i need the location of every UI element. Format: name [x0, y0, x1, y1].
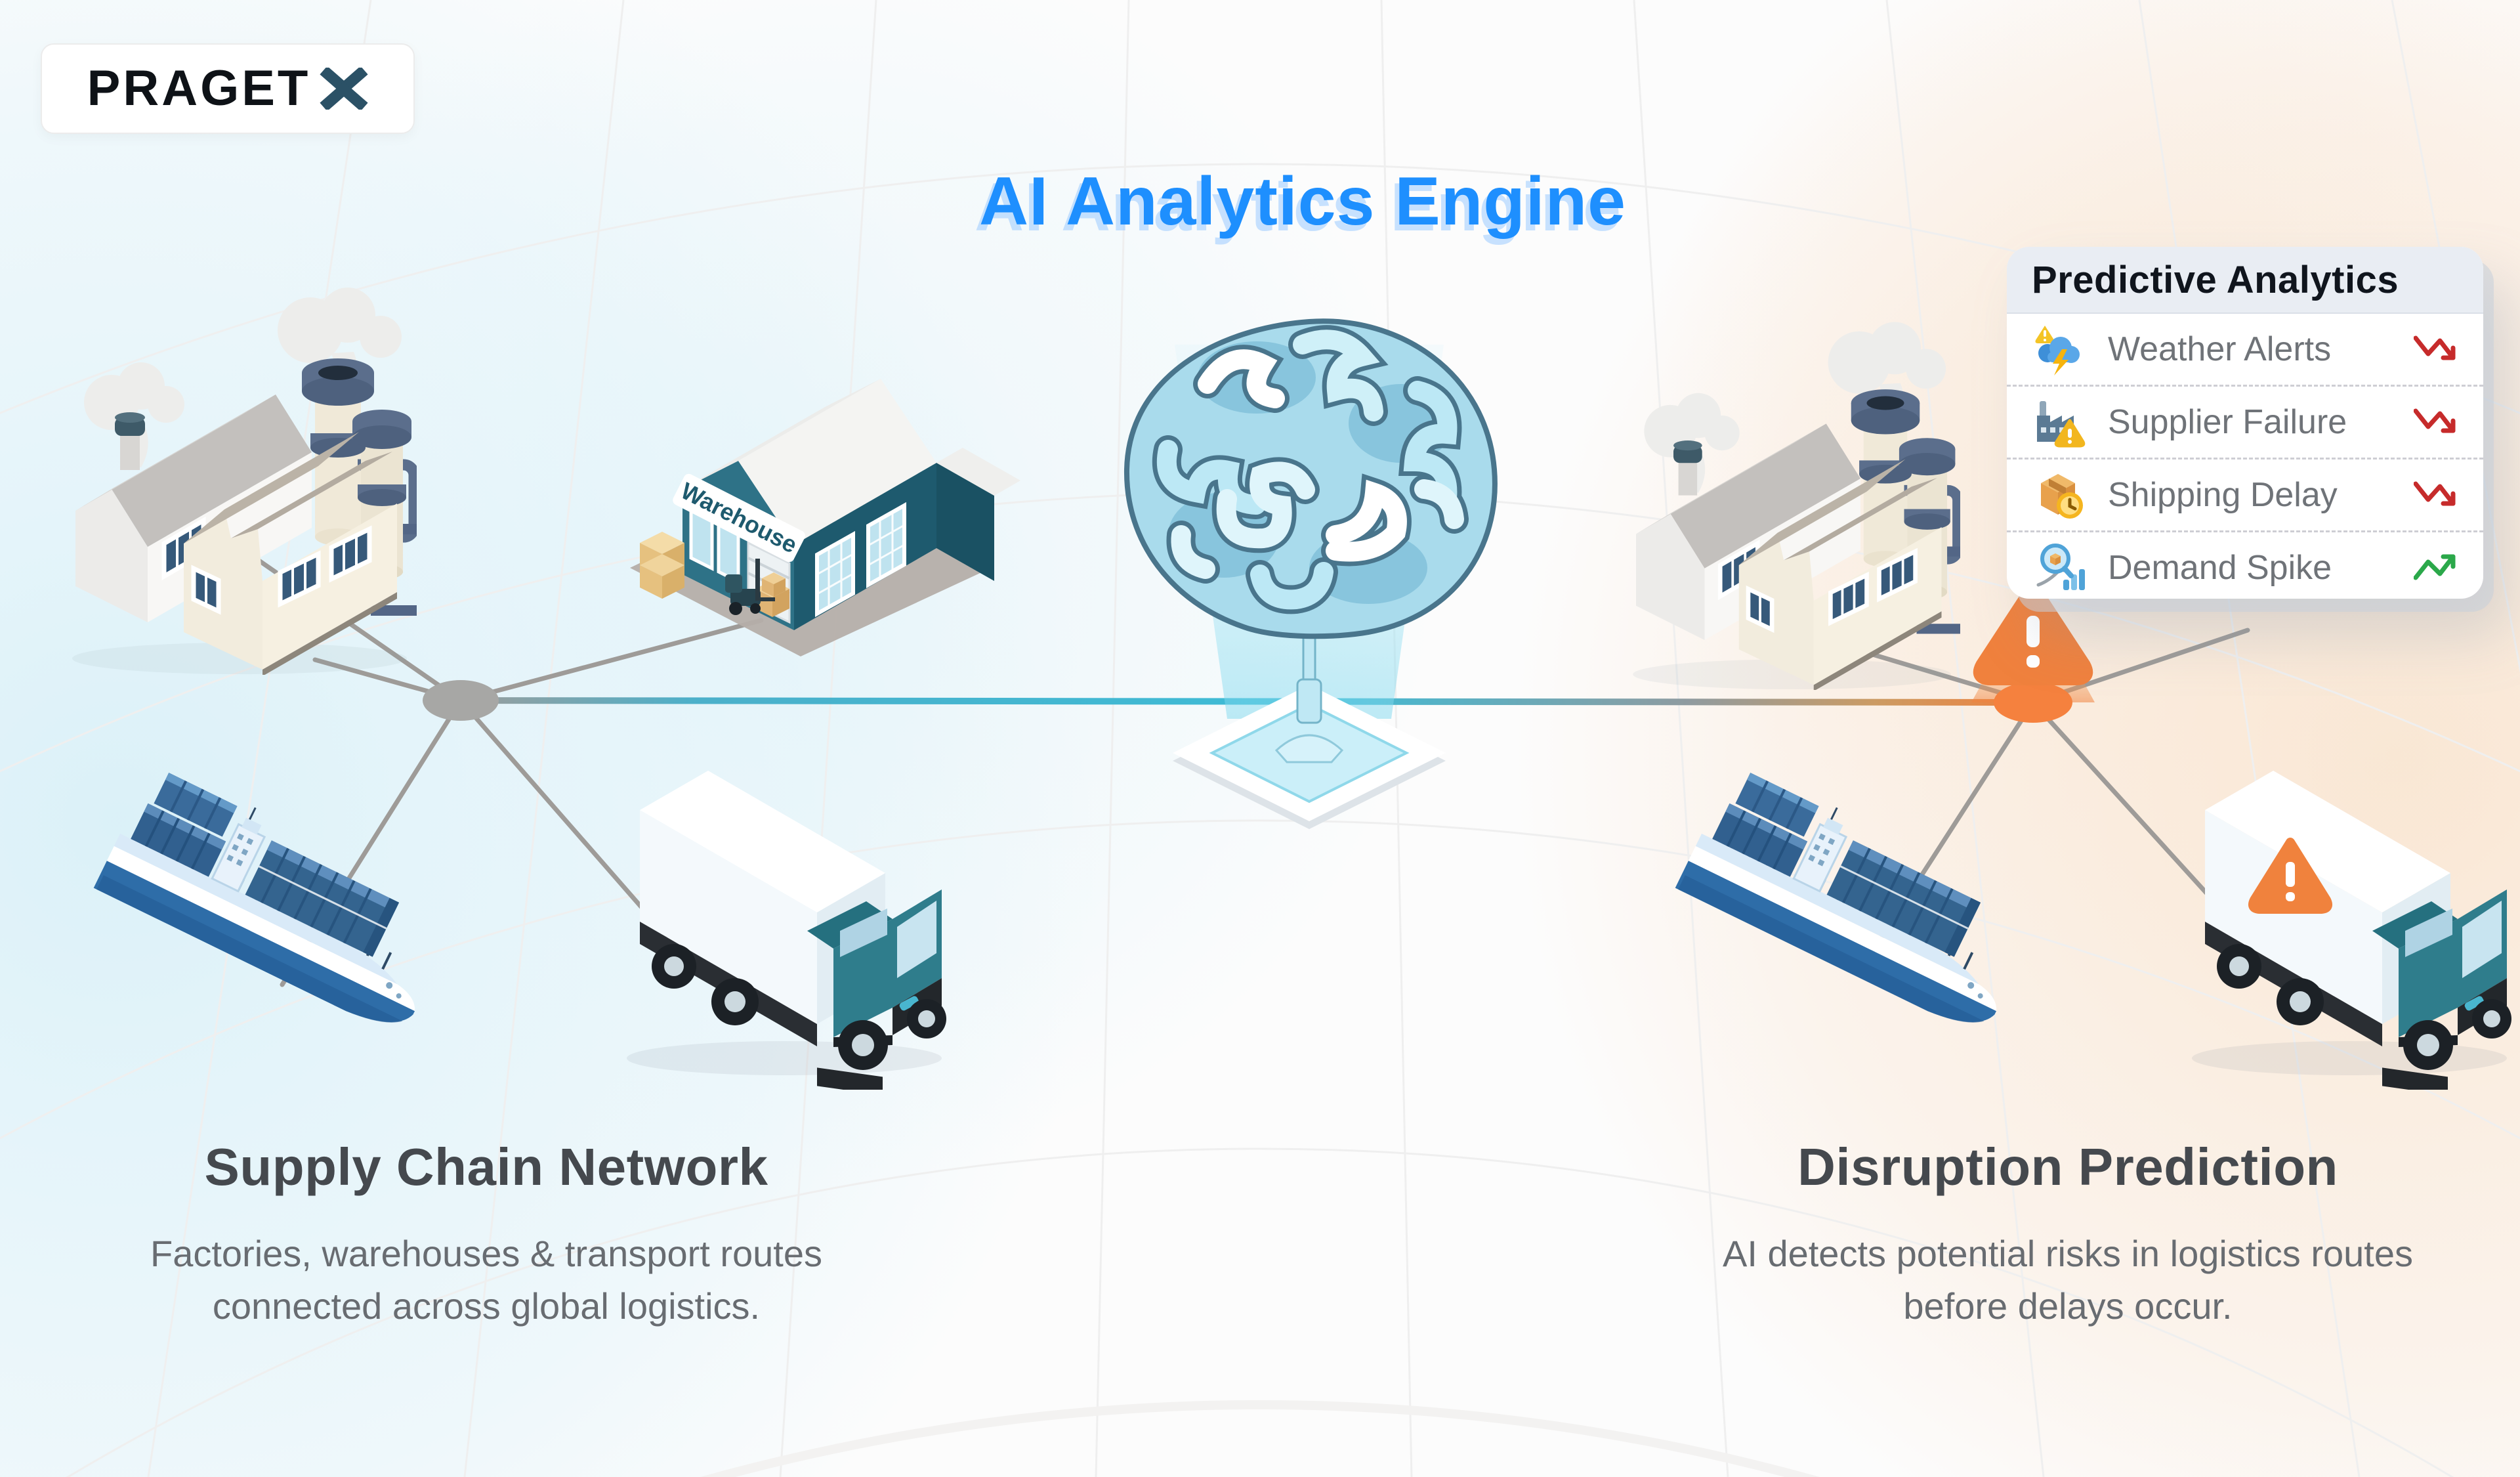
factory-warning-icon — [2037, 401, 2086, 448]
predictive-analytics-card: Predictive Analytics Weather Alerts — [2007, 247, 2483, 599]
disruption-description: AI detects potential risks in logistics … — [1722, 1233, 2414, 1327]
trend-down-icon — [2414, 481, 2456, 506]
factory-illustration-left — [49, 268, 417, 675]
disruption-alert-node — [1971, 582, 2095, 723]
predictive-row-weather-alerts: Weather Alerts — [2007, 314, 2483, 385]
predictive-row-shipping-delay: Shipping Delay — [2007, 458, 2483, 530]
ai-brain-hologram — [1124, 318, 1498, 829]
brand-logo-x-icon — [320, 68, 368, 110]
predictive-row-supplier-failure: Supplier Failure — [2007, 385, 2483, 458]
package-delay-icon — [2041, 474, 2083, 519]
predictive-row-label: Shipping Delay — [2108, 476, 2338, 514]
disruption-section: Disruption Prediction AI detects potenti… — [1674, 1137, 2462, 1332]
truck-warning-icon — [2248, 838, 2332, 914]
truck-illustration-left — [600, 761, 968, 1090]
network-hub-node — [423, 680, 499, 721]
trend-down-icon — [2414, 335, 2456, 360]
trend-up-icon — [2414, 554, 2456, 580]
predictive-row-label: Weather Alerts — [2108, 330, 2332, 368]
disruption-heading: Disruption Prediction — [1797, 1138, 2338, 1196]
trend-down-icon — [2414, 408, 2456, 433]
forklift-icon — [725, 559, 786, 615]
page-title: AI Analytics Engine — [978, 163, 1627, 240]
storm-warning-icon — [2035, 326, 2080, 375]
supply-chain-heading: Supply Chain Network — [204, 1138, 768, 1196]
cargo-ship-illustration-right — [1639, 765, 2033, 1047]
supply-chain-section: Supply Chain Network Factories, warehous… — [93, 1137, 880, 1332]
predictive-row-label: Demand Spike — [2108, 549, 2332, 587]
brain-icon — [1124, 318, 1498, 639]
predictive-card-header: Predictive Analytics — [2007, 247, 2483, 314]
brand-logo-text: PRAGET — [87, 60, 311, 116]
factory-illustration-right — [1611, 303, 1960, 690]
truck-illustration-right — [2166, 761, 2520, 1090]
brand-logo: PRAGET — [41, 43, 415, 134]
supply-chain-description: Factories, warehouses & transport routes… — [150, 1233, 823, 1327]
predictive-row-demand-spike: Demand Spike — [2007, 530, 2483, 599]
predictive-card-title: Predictive Analytics — [2032, 258, 2399, 301]
demand-analysis-icon — [2036, 544, 2085, 590]
cargo-ship-illustration-left — [58, 765, 452, 1047]
predictive-row-label: Supplier Failure — [2108, 403, 2347, 441]
warehouse-illustration: Warehouse — [630, 379, 1020, 656]
hologram-pedestal — [1173, 612, 1446, 829]
